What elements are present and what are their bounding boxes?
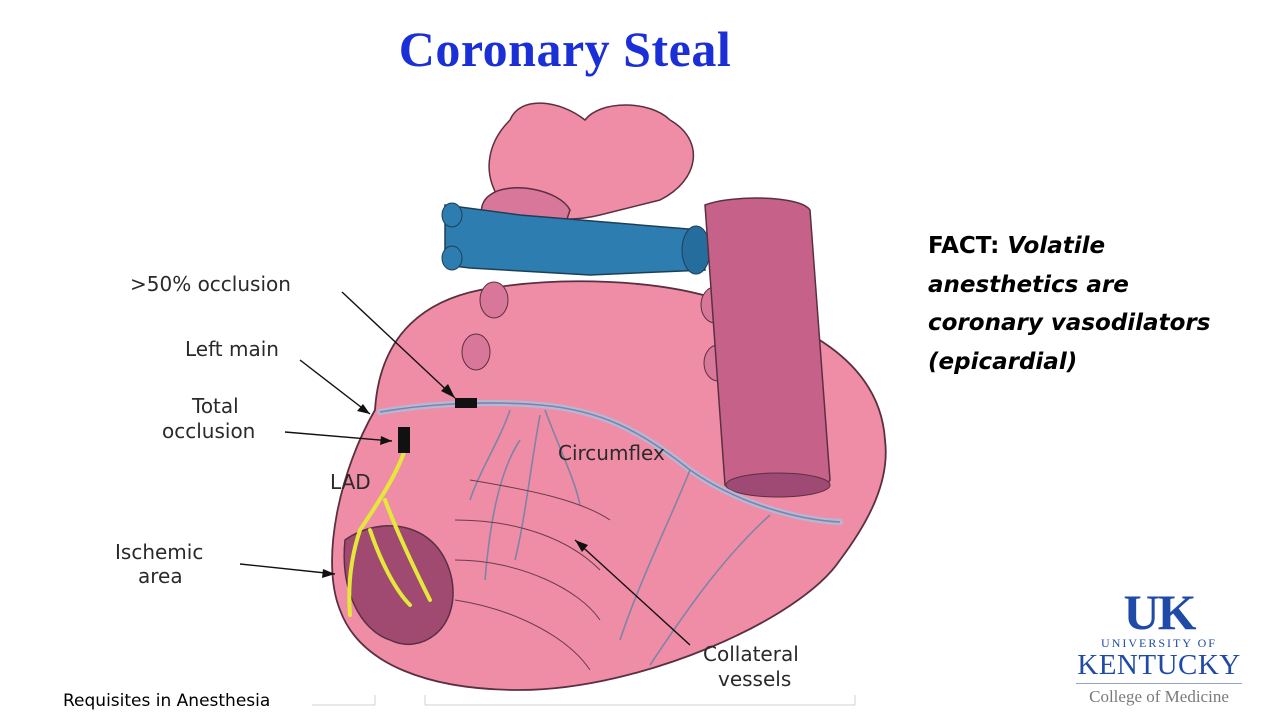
label-ischemic-line2: area [138,564,183,588]
uk-logo: UK UNIVERSITY OF KENTUCKY College of Med… [1064,584,1254,707]
label-collateral-line2: vessels [718,667,792,691]
label-left-main: Left main [185,337,279,361]
partial-occlusion-mark [455,398,477,408]
label-total-line2: occlusion [162,419,256,443]
vena-cava [704,197,831,497]
label-total-line1: Total [192,394,239,418]
fact-lead: FACT: [928,233,1000,259]
logo-university-of: UNIVERSITY OF [1101,636,1217,650]
total-occlusion-mark [398,427,410,453]
fact-text: FACT: Volatile anesthetics are coronary … [928,227,1248,381]
fact-body: Volatile anesthetics are coronary vasodi… [928,233,1211,375]
logo-kentucky: KENTUCKY [1077,649,1241,681]
label-ischemic-line1: Ischemic [115,540,204,564]
label-circumflex: Circumflex [558,441,665,465]
label-occlusion-50: >50% occlusion [130,272,291,296]
logo-uk: UK [1123,584,1197,640]
slide-title: Coronary Steal [398,21,732,77]
lad-artery [347,438,432,617]
label-lad: LAD [330,470,371,494]
label-collateral-line1: Collateral [703,642,799,666]
logo-college: College of Medicine [1089,687,1229,706]
slide-footer: Requisites in Anesthesia [63,691,271,711]
ischemic-area [343,525,454,645]
logo-divider [1076,683,1242,684]
